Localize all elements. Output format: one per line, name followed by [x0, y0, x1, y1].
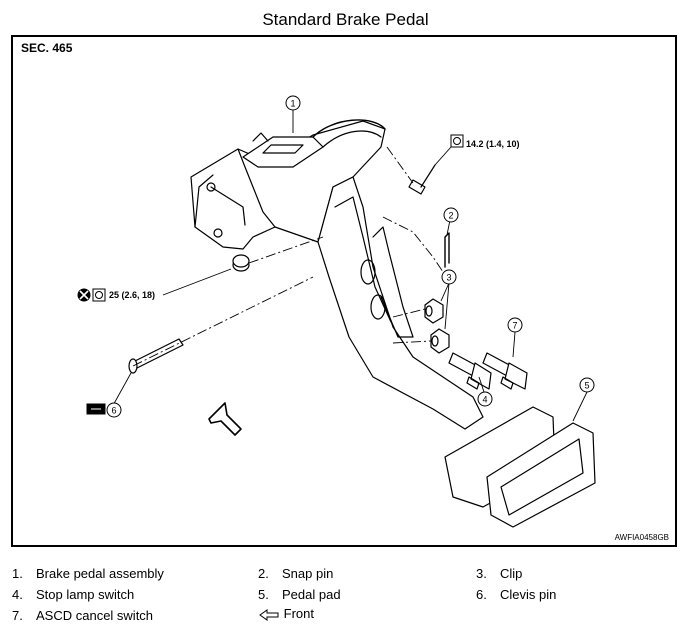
ascd-cancel-switch: [482, 352, 528, 390]
clip-upper: [424, 298, 444, 324]
section-label: SEC. 465: [21, 41, 73, 55]
front-arrow-icon: [208, 402, 242, 436]
pedal-pad: [444, 406, 596, 528]
brake-pedal-illustration: 1 2 3 4 5 6 7: [77, 95, 596, 528]
nut-lower: [232, 254, 250, 272]
torque-wrench-icon: [92, 288, 106, 302]
bolt-upper: [408, 164, 436, 195]
callout-4: 4: [482, 395, 487, 405]
stop-lamp-switch: [448, 352, 492, 390]
legend-item-7: 7.ASCD cancel switch: [12, 608, 154, 623]
callout-5: 5: [584, 381, 589, 391]
legend-item-2: 2.Snap pin: [258, 566, 334, 581]
legend-item-front: Front: [258, 606, 314, 622]
callout-3: 3: [446, 273, 451, 283]
front-arrow-icon: [259, 608, 279, 621]
legend-item-5: 5.Pedal pad: [258, 587, 341, 602]
torque-wrench-icon: [450, 134, 464, 148]
torque-spec-nut: 25 (2.6, 18): [109, 290, 156, 300]
diagram-title: Standard Brake Pedal: [262, 10, 429, 29]
callout-6: 6: [111, 406, 116, 416]
pedal-arm: [317, 176, 484, 430]
torque-spec-bolt: 14.2 (1.4, 10): [466, 139, 520, 149]
legend-item-3: 3.Clip: [476, 566, 523, 581]
callout-7: 7: [512, 321, 517, 331]
clip-lower: [430, 328, 450, 354]
callout-2: 2: [448, 211, 453, 221]
diagram-frame: SEC. 465: [11, 35, 677, 547]
figure-code: AWFIA0458GB: [614, 533, 669, 542]
do-not-reuse-icon: [77, 288, 91, 302]
legend-item-6: 6.Clevis pin: [476, 587, 557, 602]
legend-item-1: 1.Brake pedal assembly: [12, 566, 164, 581]
clevis-pin: [128, 338, 184, 374]
callout-1: 1: [290, 99, 295, 109]
snap-pin: [444, 232, 450, 268]
legend-item-4: 4.Stop lamp switch: [12, 587, 135, 602]
grease-icon: [86, 403, 106, 415]
